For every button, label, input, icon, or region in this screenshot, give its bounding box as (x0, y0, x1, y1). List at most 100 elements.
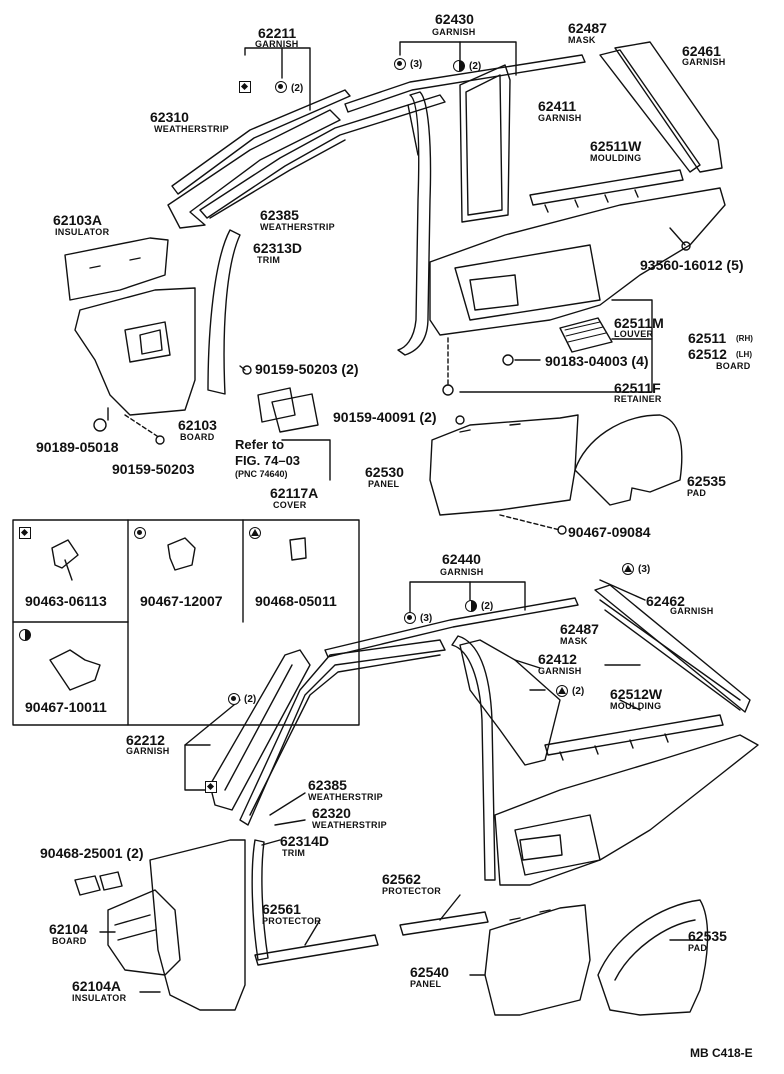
qty-62211: (2) (291, 83, 304, 94)
label-62511W: 62511W (590, 138, 642, 154)
label-62561-name: PROTECTOR (262, 916, 322, 926)
ref-line-1: Refer to (235, 437, 285, 452)
label-62104A: 62104A (72, 978, 122, 994)
insulator-62103A (64, 237, 169, 301)
square-diamond-icon (239, 81, 251, 93)
label-62411-name: GARNISH (538, 113, 582, 123)
label-62211-name: GARNISH (255, 39, 299, 49)
label-62540: 62540 (410, 964, 449, 980)
label-62104A-name: INSULATOR (72, 993, 127, 1003)
retainer-62511F (442, 384, 454, 396)
label-62412-name: GARNISH (538, 666, 582, 676)
triangle-clip-icon (249, 527, 261, 539)
label-90183: 90183-04003 (4) (545, 353, 649, 369)
label-90159-50203-a: 90159-50203 (2) (255, 361, 359, 377)
diagram-code: MB C418-E (690, 1046, 753, 1060)
half-circle-clip-icon (453, 60, 465, 72)
label-62212-name: GARNISH (126, 746, 170, 756)
label-62511W-name: MOULDING (590, 153, 642, 163)
square-diamond-icon (205, 781, 217, 793)
label-62512W: 62512W (610, 686, 663, 702)
label-62103A-name: INSULATOR (55, 227, 110, 237)
label-90159-40091: 90159-40091 (2) (333, 409, 437, 425)
board-62103 (74, 287, 196, 416)
label-90189: 90189-05018 (36, 439, 119, 455)
label-62511F: 62511F (614, 380, 661, 396)
garnish-62212 (209, 649, 311, 811)
label-62320: 62320 (312, 805, 351, 821)
legend-90463: 90463-06113 (25, 593, 107, 609)
board-62104 (107, 889, 181, 976)
gear-clip-icon (394, 58, 406, 70)
mask-62487b (599, 599, 741, 711)
label-90468-25001: 90468-25001 (2) (40, 845, 144, 861)
label-62562: 62562 (382, 871, 421, 887)
label-62430-name: GARNISH (432, 27, 476, 37)
qty-62412: (2) (572, 686, 585, 697)
label-62487-upper: 62487 (568, 20, 607, 36)
label-62561: 62561 (262, 901, 301, 917)
louver-62511M (559, 317, 613, 353)
qty-62212: (2) (244, 694, 257, 705)
clip-90467-10011 (49, 649, 101, 691)
half-circle-clip-icon (19, 629, 31, 641)
trim-62313D (207, 229, 241, 395)
label-62487-upper-name: MASK (568, 35, 596, 45)
leader-62511 (459, 299, 653, 393)
insulator-62104A (149, 839, 246, 1011)
label-62461: 62461 (682, 43, 721, 59)
board-62512 (494, 734, 759, 886)
ref-line-3: (PNC 74640) (235, 469, 288, 479)
label-62411: 62411 (538, 98, 577, 114)
door-opening-trim (397, 91, 432, 356)
label-62511M-name: LOUVER (614, 329, 654, 339)
label-62511F-name: RETAINER (614, 394, 662, 404)
pad-62535b (597, 899, 709, 1016)
legend-90467-12007: 90467-12007 (140, 593, 223, 609)
clip-90468-05011 (289, 537, 307, 561)
label-62535-upper-name: PAD (687, 488, 707, 498)
label-62511M: 62511M (614, 315, 664, 331)
label-62512W-name: MOULDING (610, 701, 662, 711)
label-62430: 62430 (435, 11, 474, 27)
weatherstrip-62385a (199, 94, 446, 219)
garnish-62411 (459, 64, 511, 223)
panel-62540 (484, 904, 591, 1016)
weatherstrip-62320 (249, 654, 441, 816)
label-62535-upper: 62535 (687, 473, 726, 489)
label-62385-upper-name: WEATHERSTRIP (260, 222, 335, 232)
label-62562-name: PROTECTOR (382, 886, 442, 896)
label-62117A-name: COVER (273, 500, 307, 510)
label-62535-lower: 62535 (688, 928, 727, 944)
legend-90467-10011: 90467-10011 (25, 699, 107, 715)
pad-62535a (574, 414, 683, 506)
legend-90468-05011: 90468-05011 (255, 593, 337, 609)
label-62313D: 62313D (253, 240, 303, 256)
label-62212: 62212 (126, 732, 165, 748)
label-62314D-name: TRIM (282, 848, 306, 858)
label-62512: 62512 (688, 346, 727, 362)
label-62104-name: BOARD (52, 936, 87, 946)
panel-62530 (429, 414, 579, 516)
trim-62314D (251, 839, 269, 961)
garnish-62462 (594, 584, 751, 713)
cover-62117A (257, 387, 296, 423)
label-62487-lower: 62487 (560, 621, 599, 637)
qty-62430-a: (3) (410, 59, 423, 70)
weatherstrip-62310 (171, 89, 351, 195)
protector-62561 (254, 934, 379, 966)
label-62320-name: WEATHERSTRIP (312, 820, 387, 830)
label-62540-name: PANEL (410, 979, 442, 989)
garnish-62430 (344, 54, 586, 113)
gear-clip-icon (404, 612, 416, 624)
gear-clip-icon (134, 527, 146, 539)
cover-62117A-b (271, 393, 319, 433)
label-93560: 93560-16012 (5) (640, 257, 744, 273)
qty-62430-b: (2) (469, 61, 482, 72)
label-62462: 62462 (646, 593, 685, 609)
label-62385-upper: 62385 (260, 207, 299, 223)
label-62511-rh: (RH) (736, 334, 753, 343)
half-circle-clip-icon (465, 600, 477, 612)
ref-line-2: FIG. 74–03 (235, 453, 301, 468)
label-62313D-name: TRIM (257, 255, 281, 265)
